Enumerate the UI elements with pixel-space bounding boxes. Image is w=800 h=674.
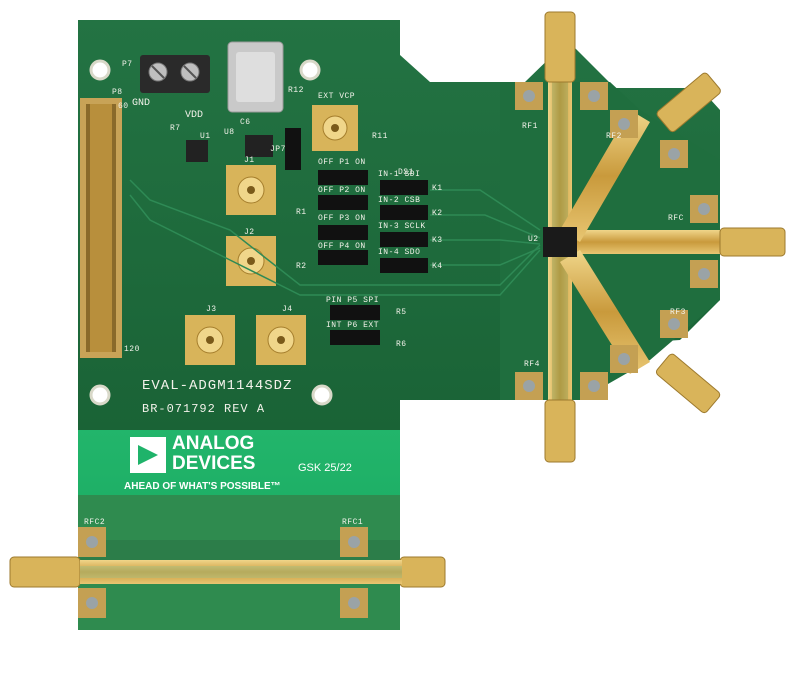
rf1-label: RF1 — [522, 122, 538, 131]
power-terminal-block — [140, 55, 210, 93]
j3-label: J3 — [206, 305, 217, 314]
pin-120-label: 120 — [124, 345, 140, 354]
r12-label: R12 — [288, 86, 304, 95]
ic-u8 — [245, 135, 273, 157]
rfc2-label: RFC2 — [84, 518, 106, 527]
r1-label: R1 — [296, 208, 307, 217]
usb-c-connector — [227, 41, 284, 113]
u2-label: U2 — [528, 235, 539, 244]
rfc1-label: RFC1 — [342, 518, 364, 527]
k3-label: K3 — [432, 236, 443, 245]
u1-label: U1 — [200, 132, 211, 141]
j2-label: J2 — [244, 228, 255, 237]
vdd-label: VDD — [185, 110, 204, 121]
r11-label: R11 — [372, 132, 388, 141]
rf4-label: RF4 — [524, 360, 540, 369]
jp7-label: JP7 — [270, 145, 286, 154]
p8-label: P8 — [112, 88, 123, 97]
logo-line2: DEVICES — [172, 453, 256, 474]
header-connector — [80, 98, 122, 358]
jumper-p2-label: OFF P2 ON — [318, 186, 366, 195]
rf3-label: RF3 — [670, 308, 686, 317]
r5-label: R5 — [396, 308, 407, 317]
pin-60-label: 60 — [118, 102, 129, 111]
k1-label: K1 — [432, 184, 443, 193]
adi-logo-mark — [130, 437, 166, 473]
jumper-in2-label: IN-2 CSB — [378, 196, 421, 205]
r2-label: R2 — [296, 262, 307, 271]
c6-label: C6 — [240, 118, 251, 127]
ic-u1 — [186, 140, 208, 162]
sma-pads — [185, 105, 358, 365]
ds1-label: DS1 — [398, 168, 414, 177]
traces — [129, 179, 541, 296]
gnd-label: GND — [132, 98, 151, 109]
rfc-label: RFC — [668, 214, 684, 223]
ext-vcp-label: EXT VCP — [318, 92, 356, 101]
board-title: EVAL-ADGM1144SDZ — [142, 378, 293, 394]
jp7-header — [285, 128, 301, 170]
jumper-p5-label: PIN P5 SPI — [326, 296, 380, 305]
k2-label: K2 — [432, 209, 443, 218]
jumper-p4-label: OFF P4 ON — [318, 242, 366, 251]
r7-label: R7 — [170, 124, 181, 133]
sma-connectors — [9, 11, 786, 588]
u8-label: U8 — [224, 128, 235, 137]
board-revision: BR-071792 REV A — [142, 402, 266, 416]
k4-label: K4 — [432, 262, 443, 271]
bottom-rf-line — [78, 527, 402, 618]
j1-label: J1 — [244, 156, 255, 165]
j4-label: J4 — [282, 305, 293, 314]
r6-label: R6 — [396, 340, 407, 349]
batch-code: GSK 25/22 — [298, 462, 352, 474]
jumper-p1-label: OFF P1 ON — [318, 158, 366, 167]
mounting-holes — [89, 59, 333, 406]
jumper-in1-label: IN-1 SDI — [378, 170, 421, 179]
logo-tagline: AHEAD OF WHAT'S POSSIBLE™ — [124, 481, 281, 492]
logo-line1: ANALOG — [172, 433, 255, 454]
rf-traces — [543, 80, 730, 410]
ic-u2 — [543, 227, 577, 257]
jumper-in4-label: IN-4 SDO — [378, 248, 421, 257]
rf-pads — [515, 82, 718, 400]
rf2-label: RF2 — [606, 132, 622, 141]
jumper-p6-label: INT P6 EXT — [326, 321, 380, 330]
p7-label: P7 — [122, 60, 133, 69]
jumper-p3-label: OFF P3 ON — [318, 214, 366, 223]
jumper-headers — [318, 170, 428, 345]
jumper-in3-label: IN-3 SCLK — [378, 222, 426, 231]
